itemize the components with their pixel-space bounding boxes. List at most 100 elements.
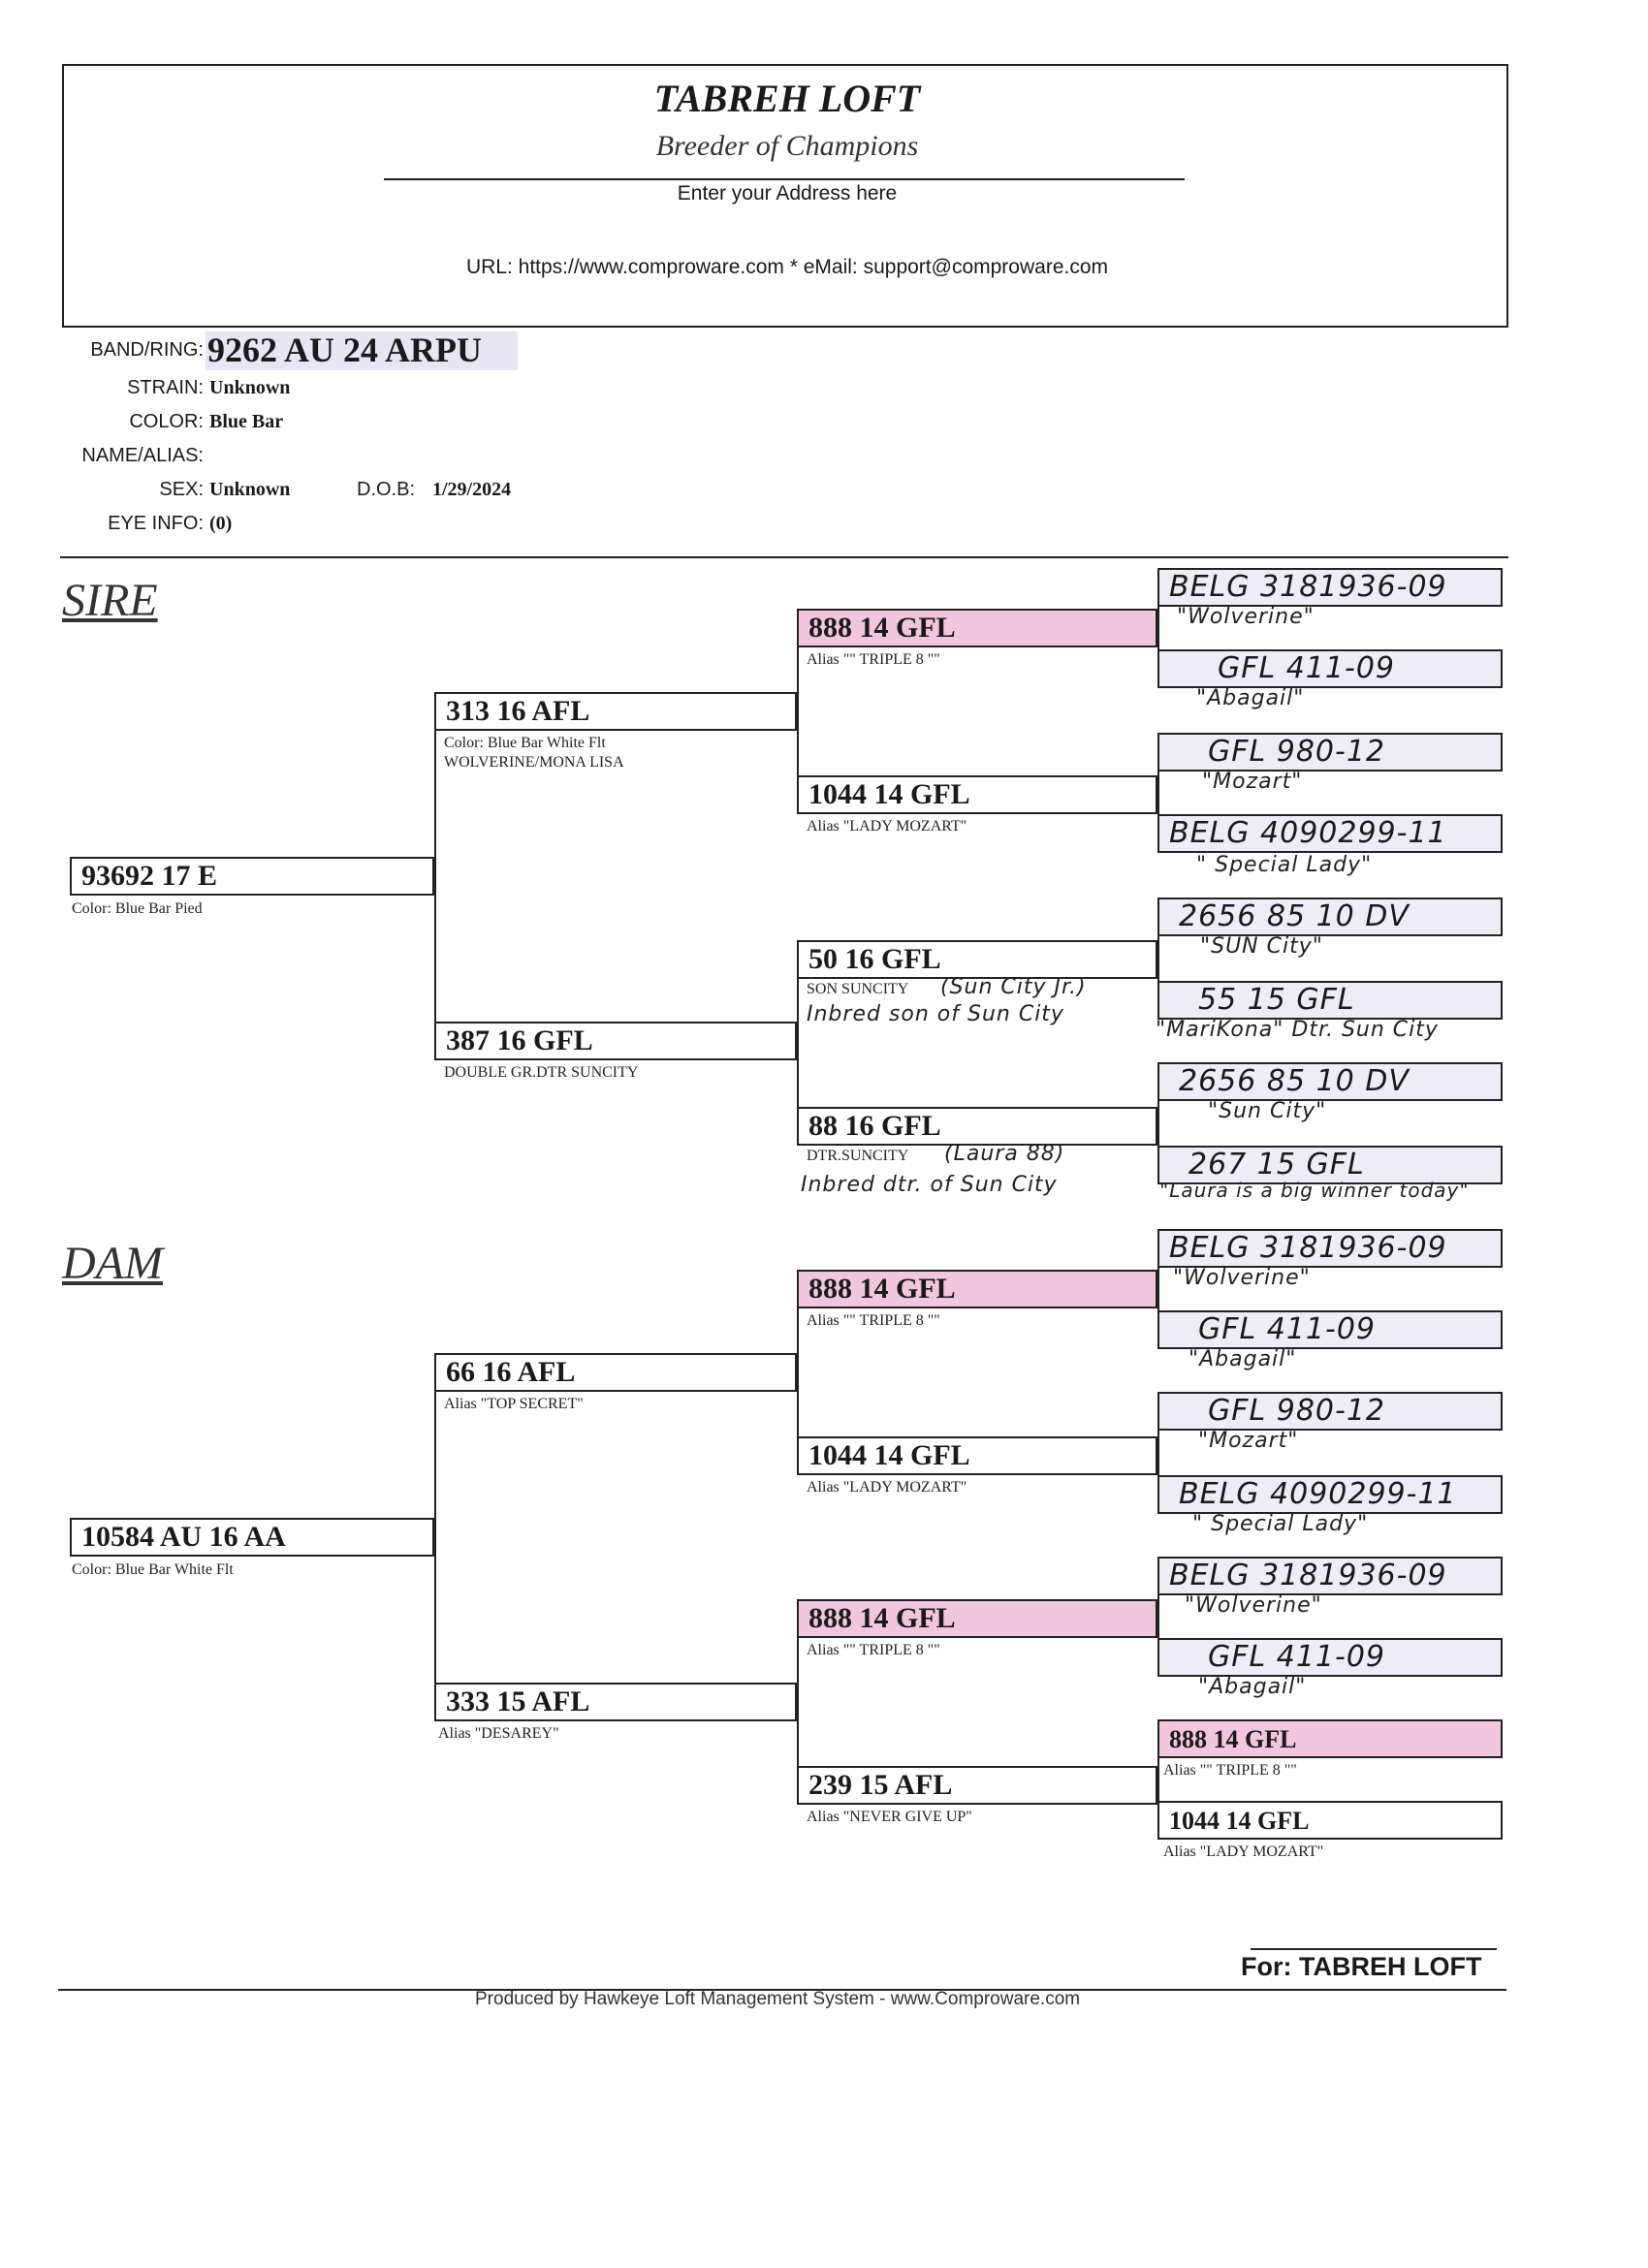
sire-gen4-box: BELG 3181936-09: [1157, 568, 1503, 607]
info-divider: [60, 556, 1508, 558]
handwritten-note: Inbred son of Sun City: [807, 1002, 1064, 1026]
sire-gen3-box: 50 16 GFL: [797, 940, 1157, 979]
sire-gen4-band: 2656 85 10 DV: [1179, 899, 1410, 933]
signature-line: [1251, 1948, 1497, 1950]
band-number: 9262 AU 24 ARPU: [207, 331, 483, 369]
dam-connector: [1157, 1741, 1159, 1824]
dam-gen3-box: 888 14 GFL: [797, 1270, 1157, 1308]
dam-gen4-box: BELG 3181936-09: [1157, 1557, 1503, 1595]
dam-mother-box: 333 15 AFL: [434, 1683, 797, 1721]
sire-gen3-band: 888 14 GFL: [808, 612, 956, 644]
sire-gen3-info: DTR.SUNCITY: [807, 1148, 909, 1164]
dam-gen3-box: 888 14 GFL: [797, 1599, 1157, 1638]
dam-father-box: 66 16 AFL: [434, 1353, 797, 1392]
sire-connector: [797, 960, 799, 1126]
dam-gen4-band: BELG 3181936-09: [1169, 1559, 1447, 1592]
sire-mother-box: 387 16 GFL: [434, 1022, 797, 1060]
sire-connector: [1157, 1082, 1159, 1165]
sire-gen4-band: 2656 85 10 DV: [1179, 1064, 1410, 1098]
dam-connector: [797, 1289, 799, 1456]
dam-gen4-alias: "Mozart": [1198, 1429, 1299, 1453]
dam-connector: [1157, 1411, 1159, 1495]
strain-value: Unknown: [209, 377, 291, 398]
dam-gen4-box: GFL 411-09: [1157, 1310, 1503, 1349]
dam-gen4-alias: "Abagail": [1198, 1675, 1307, 1699]
sire-gen4-alias: " Special Lady": [1196, 853, 1373, 877]
dam-mother-band: 333 15 AFL: [446, 1685, 590, 1717]
sire-gen3-box: 888 14 GFL: [797, 609, 1157, 647]
footer-divider: [58, 1989, 1506, 1991]
dam-gen4-band: 888 14 GFL: [1169, 1725, 1297, 1753]
sire-main-box: 93692 17 E: [70, 857, 434, 896]
dam-gen3-band: 888 14 GFL: [808, 1273, 956, 1305]
sire-gen4-band: 267 15 GFL: [1188, 1148, 1365, 1181]
dam-gen4-band: 1044 14 GFL: [1169, 1807, 1310, 1835]
dam-gen4-band: GFL 411-09: [1208, 1640, 1386, 1674]
sire-connector: [1157, 917, 1159, 1000]
sire-gen4-box: 267 15 GFL: [1157, 1146, 1503, 1184]
dam-gen4-alias: " Special Lady": [1192, 1512, 1369, 1536]
dam-gen4-info: Alias "LADY MOZART": [1163, 1843, 1324, 1860]
dam-gen3-band: 1044 14 GFL: [808, 1439, 970, 1471]
dam-connector: [1157, 1576, 1159, 1659]
sire-gen4-band: BELG 3181936-09: [1169, 570, 1447, 604]
produced-by-credit: Produced by Hawkeye Loft Management Syst…: [475, 1989, 1081, 2009]
sire-main-info: Color: Blue Bar Pied: [72, 900, 203, 917]
dam-gen4-box: GFL 980-12: [1157, 1392, 1503, 1431]
dam-heading: DAM: [62, 1238, 163, 1289]
band-highlight: [206, 331, 518, 370]
dam-gen4-info: Alias "" TRIPLE 8 "": [1163, 1762, 1297, 1779]
sire-gen4-alias: "SUN City": [1200, 934, 1323, 959]
sire-gen4-box: 2656 85 10 DV: [1157, 1062, 1503, 1101]
eye-info-value: (0): [209, 513, 233, 534]
dam-gen4-alias: "Wolverine": [1173, 1266, 1311, 1290]
dam-gen4-band: BELG 4090299-11: [1179, 1477, 1457, 1511]
sire-gen4-box: 55 15 GFL: [1157, 981, 1503, 1020]
dam-gen4-alias: "Wolverine": [1185, 1593, 1322, 1618]
sire-gen4-band: GFL 980-12: [1208, 735, 1386, 769]
loft-name: TABREH LOFT: [653, 77, 921, 120]
sire-gen4-box: BELG 4090299-11: [1157, 814, 1503, 853]
sire-gen4-box: 2656 85 10 DV: [1157, 898, 1503, 936]
sire-connector: [434, 711, 436, 1041]
dob-value: 1/29/2024: [432, 479, 512, 500]
sire-heading: SIRE: [62, 575, 158, 626]
dam-gen3-box: 239 15 AFL: [797, 1766, 1157, 1805]
dam-gen3-band: 888 14 GFL: [808, 1602, 956, 1634]
sire-gen4-band: GFL 411-09: [1218, 651, 1396, 685]
sire-connector: [797, 628, 799, 795]
sire-gen3-band: 50 16 GFL: [808, 943, 941, 975]
sire-gen3-box: 1044 14 GFL: [797, 775, 1157, 814]
sire-gen4-box: GFL 411-09: [1157, 649, 1503, 688]
dam-gen3-info: Alias "LADY MOZART": [807, 1479, 967, 1496]
dam-gen4-alias: "Abagail": [1188, 1347, 1297, 1371]
sire-gen4-alias: "Wolverine": [1177, 605, 1315, 629]
dam-gen3-info: Alias "" TRIPLE 8 "": [807, 1642, 940, 1658]
sire-gen4-band: BELG 4090299-11: [1169, 816, 1447, 850]
color-value: Blue Bar: [209, 411, 284, 432]
dam-gen4-band: BELG 3181936-09: [1169, 1231, 1447, 1265]
loft-contact-line: URL: https://www.comproware.com * eMail:…: [465, 256, 1109, 278]
name-alias-label: NAME/ALIAS:: [81, 445, 204, 466]
dam-main-info: Color: Blue Bar White Flt: [72, 1561, 234, 1578]
handwritten-note: (Sun City Jr.): [940, 975, 1087, 999]
band-label: BAND/RING:: [90, 339, 204, 361]
sire-gen4-alias: "MariKona" Dtr. Sun City: [1156, 1018, 1439, 1042]
dam-gen4-box: 1044 14 GFL: [1157, 1801, 1503, 1840]
loft-header-box: TABREH LOFT Breeder of Champions Enter y…: [62, 64, 1508, 328]
eye-info-label: EYE INFO:: [108, 513, 204, 534]
strain-label: STRAIN:: [127, 377, 204, 398]
sire-gen4-alias: "Sun City": [1208, 1099, 1327, 1123]
dam-gen4-box: BELG 4090299-11: [1157, 1475, 1503, 1514]
dam-connector: [1157, 1246, 1159, 1330]
sire-gen3-info: Alias "LADY MOZART": [807, 818, 967, 835]
sire-connector: [1157, 750, 1159, 834]
dam-gen4-box: 888 14 GFL: [1157, 1719, 1503, 1758]
sire-mother-info: DOUBLE GR.DTR SUNCITY: [444, 1064, 639, 1081]
header-divider: [384, 178, 1185, 180]
loft-tagline: Breeder of Champions: [655, 130, 919, 162]
sire-gen4-band: 55 15 GFL: [1198, 983, 1355, 1017]
dam-gen3-band: 239 15 AFL: [808, 1769, 953, 1801]
dam-gen3-info: Alias "" TRIPLE 8 "": [807, 1312, 940, 1329]
dam-gen4-box: GFL 411-09: [1157, 1638, 1503, 1677]
